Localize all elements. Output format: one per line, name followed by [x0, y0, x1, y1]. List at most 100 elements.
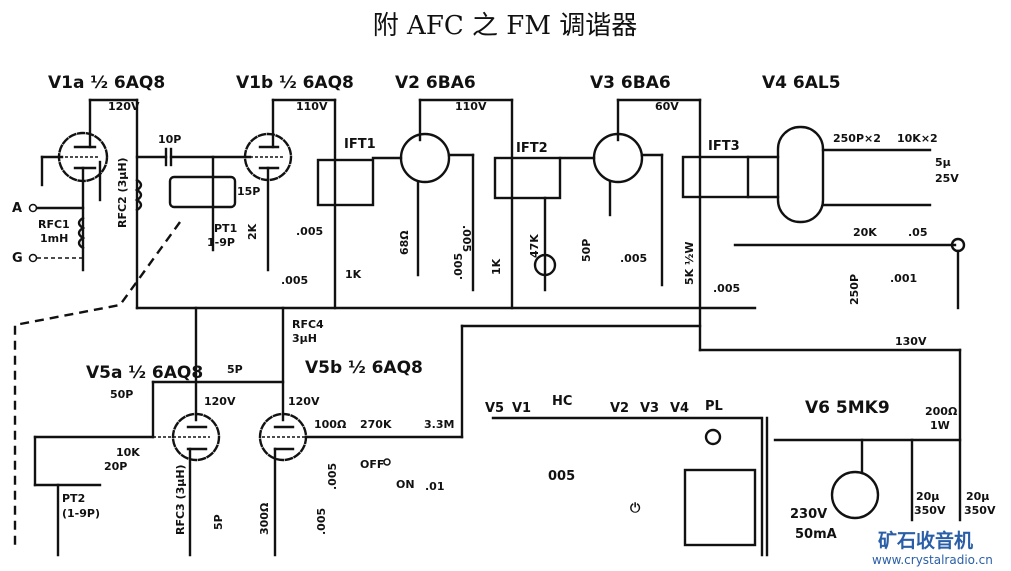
tube-v6	[830, 470, 880, 520]
antenna-terminal[interactable]	[28, 203, 38, 213]
v2-plate-voltage: 110V	[455, 100, 487, 113]
c-15p-label: 15P	[237, 185, 260, 198]
pilot-lamp	[704, 428, 722, 446]
r-33m-label: 3.3M	[424, 418, 454, 431]
r-10k-label: 10K	[116, 446, 140, 459]
c-5u-voltage: 25V	[935, 172, 959, 185]
c-01-label: .01	[425, 480, 445, 493]
ground-terminal-label: G	[12, 251, 23, 266]
ground-terminal[interactable]	[28, 253, 38, 263]
tube-label-v1a: V1a ½ 6AQ8	[48, 73, 165, 93]
afc-switch-off-label: OFF	[360, 458, 384, 471]
ift1	[316, 158, 375, 207]
c-005-d-label: .005	[452, 253, 465, 280]
r-20k-label: 20K	[853, 226, 877, 239]
r-10kx2-label: 10K×2	[897, 132, 938, 145]
c-20u-a-label: 20μ	[916, 490, 939, 503]
heater-label-v2: V2	[610, 401, 629, 416]
tube-label-v1b: V1b ½ 6AQ8	[236, 73, 354, 93]
c-5u-label: 5μ	[935, 156, 951, 169]
v5b-plate-voltage: 120V	[288, 395, 320, 408]
r-300-label: 300Ω	[258, 502, 271, 535]
ift2	[493, 156, 562, 200]
heater-label-v3: V3	[640, 401, 659, 416]
c-005-f-label: .005	[713, 282, 740, 295]
ift3	[681, 155, 750, 199]
c-005-g-label: .005	[315, 508, 328, 535]
c-5p-a-label: 5P	[227, 363, 243, 376]
rfc4-label: RFC4	[292, 318, 324, 331]
r-200-label: 200Ω	[925, 405, 958, 418]
c-250p-label: 250P	[848, 274, 861, 305]
gang-link	[13, 221, 181, 545]
power-plug-icon: ⏻	[630, 501, 641, 516]
rfc1-coil	[77, 216, 86, 250]
c-005-pair-label: 005	[548, 469, 575, 484]
b-plus-voltage: 130V	[895, 335, 927, 348]
r-1k-a-label: 1K	[345, 268, 362, 281]
tube-v3	[558, 98, 702, 287]
rfc3-label: RFC3 (3μH)	[174, 464, 187, 535]
c-20p-label: 20P	[104, 460, 127, 473]
pilot-lamp-label: PL	[705, 399, 723, 414]
r-5k-label: 5K ½W	[683, 241, 696, 285]
v1b-plate-voltage: 110V	[296, 100, 328, 113]
pt2-label: PT2	[62, 492, 85, 505]
rfc2-label: RFC2 (3μH)	[116, 157, 129, 228]
rfc2-coil	[134, 178, 143, 212]
c-005-a-label: .005	[296, 225, 323, 238]
tube-label-v5b: V5b ½ 6AQ8	[305, 358, 423, 378]
heater-label-v4: V4	[670, 401, 689, 416]
tube-v1b	[243, 98, 337, 272]
c-20u-b-label: 20μ	[966, 490, 989, 503]
c-50p-b-label: 50P	[110, 388, 133, 401]
c-250px2-label: 250P×2	[833, 132, 881, 145]
afc-switch[interactable]	[383, 458, 391, 466]
r-2k-label: 2K	[246, 223, 259, 240]
v1a-plate-voltage: 120V	[108, 100, 140, 113]
watermark-url[interactable]: www.crystalradio.cn	[872, 553, 993, 567]
afc-switch-on-label: ON	[396, 478, 415, 491]
pt1-value: 1-9P	[207, 236, 235, 249]
r-1k-b-label: 1K	[490, 258, 503, 275]
ift1-label: IFT1	[344, 137, 376, 152]
pt2-value: (1-9P)	[62, 507, 100, 520]
tube-label-v5a: V5a ½ 6AQ8	[86, 363, 203, 383]
transformer-current: 50mA	[795, 527, 837, 542]
transformer-voltage: 230V	[790, 507, 827, 522]
tube-label-v6: V6 5MK9	[805, 398, 890, 418]
c-005-e-label: .005	[620, 252, 647, 265]
c-005-b-label: .005	[281, 274, 308, 287]
tube-v5a	[153, 412, 221, 557]
tube-label-v3: V3 6BA6	[590, 73, 671, 93]
antenna-terminal-label: A	[12, 201, 22, 216]
c-20u-a-voltage: 350V	[914, 504, 946, 517]
r-47k-label: 47K	[528, 234, 541, 258]
rfc1-label: RFC1	[38, 218, 70, 231]
c-001-label: .001	[890, 272, 917, 285]
v3-plate-voltage: 60V	[655, 100, 679, 113]
c-10p-label: 10P	[158, 133, 181, 146]
c-005-h-label: .005	[326, 463, 339, 490]
r-68-label: 68Ω	[398, 230, 411, 255]
c-5p-b-label: 5P	[212, 514, 225, 530]
c-20u-b-voltage: 350V	[964, 504, 996, 517]
r-270k-label: 270K	[360, 418, 392, 431]
heater-label-v1: V1	[512, 401, 531, 416]
c-50p-a-label: 50P	[580, 239, 593, 262]
tube-v2	[371, 98, 514, 310]
v5a-plate-voltage: 120V	[204, 395, 236, 408]
c-005-c-label: .005	[460, 225, 473, 252]
diagram-title: 附 AFC 之 FM 调谐器	[373, 11, 637, 41]
heater-label-v5: V5	[485, 401, 504, 416]
c-05-label: .05	[908, 226, 928, 239]
tuned-circuit-1	[168, 175, 237, 209]
ift3-label: IFT3	[708, 139, 740, 154]
primary-circuit	[683, 468, 757, 547]
rfc4-value: 3μH	[292, 332, 317, 345]
tube-label-v4: V4 6AL5	[762, 73, 841, 93]
hc-label: HC	[552, 394, 572, 409]
tube-label-v2: V2 6BA6	[395, 73, 476, 93]
pt1-label: PT1	[214, 222, 237, 235]
